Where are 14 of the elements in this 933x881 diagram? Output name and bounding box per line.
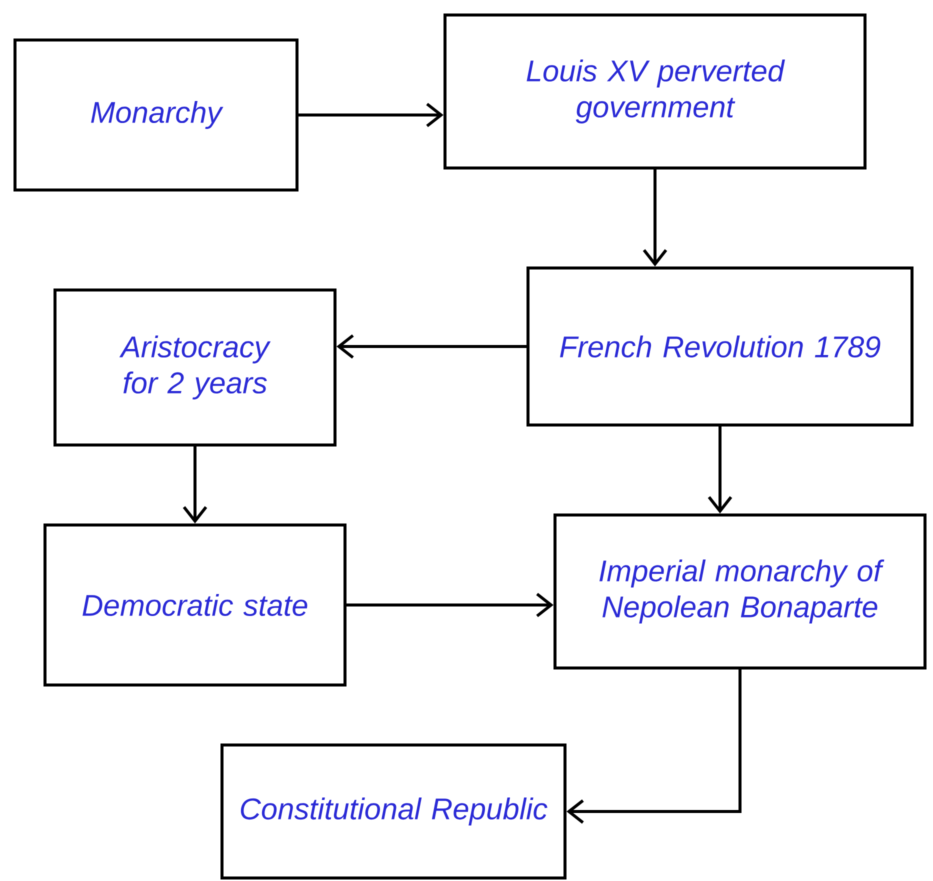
process-box: Aristocracy for 2 years [54,288,336,446]
arrow [336,334,526,359]
process-box: French Revolution 1789 [526,266,914,426]
process-box: Democratic state [44,524,346,686]
process-box: Constitutional Republic [220,744,566,880]
arrow [298,102,444,128]
process-box: Imperial monarchy of Nepolean Bonaparte [554,514,926,670]
process-box: Monarchy [14,38,298,192]
arrow [182,446,208,524]
arrow [566,670,742,824]
arrow [346,592,554,618]
arrow [642,170,668,266]
arrow [708,426,732,514]
process-box: Louis XV perverted government [444,14,867,170]
